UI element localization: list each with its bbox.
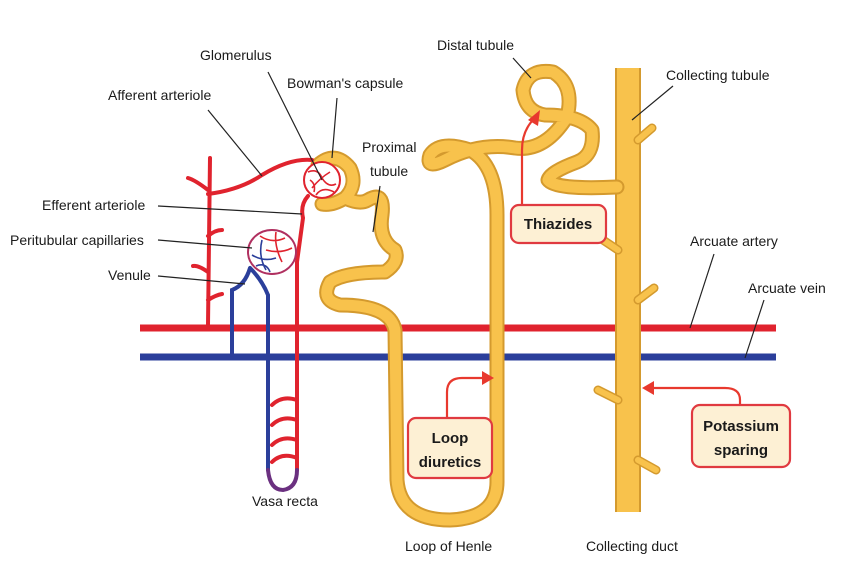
loop-diuretics-label-2: diuretics: [419, 454, 482, 471]
potassium-sparing-callout: Potassium sparing: [642, 381, 792, 469]
label-distal-tubule: Distal tubule: [437, 37, 514, 53]
potassium-sparing-label-2: sparing: [714, 442, 768, 459]
label-arcuate-vein: Arcuate vein: [748, 280, 826, 296]
label-proximal-tubule-2: tubule: [370, 163, 408, 179]
vasa-recta: [270, 396, 299, 464]
label-arcuate-artery: Arcuate artery: [690, 233, 778, 249]
label-bowmans-capsule: Bowman's capsule: [287, 75, 404, 91]
label-afferent-arteriole: Afferent arteriole: [108, 87, 211, 103]
thiazides-label: Thiazides: [524, 216, 592, 233]
leader-lines: [157, 57, 765, 359]
nephron-tubule: [310, 63, 625, 528]
thiazides-callout: Thiazides: [509, 110, 608, 245]
label-peritubular-capillaries: Peritubular capillaries: [10, 232, 144, 248]
label-glomerulus: Glomerulus: [200, 47, 272, 63]
label-efferent-arteriole: Efferent arteriole: [42, 197, 145, 213]
label-proximal-tubule-1: Proximal: [362, 139, 416, 155]
loop-diuretics-label-1: Loop: [432, 430, 469, 447]
loop-diuretics-callout: Loop diuretics: [406, 371, 494, 480]
label-venule: Venule: [108, 267, 151, 283]
collecting-duct: [593, 68, 661, 512]
label-collecting-duct: Collecting duct: [586, 538, 678, 554]
potassium-sparing-label-1: Potassium: [703, 418, 779, 435]
label-collecting-tubule: Collecting tubule: [666, 67, 770, 83]
arteriole-network: [186, 156, 341, 493]
label-loop-of-henle: Loop of Henle: [405, 538, 492, 554]
label-vasa-recta: Vasa recta: [252, 493, 318, 509]
